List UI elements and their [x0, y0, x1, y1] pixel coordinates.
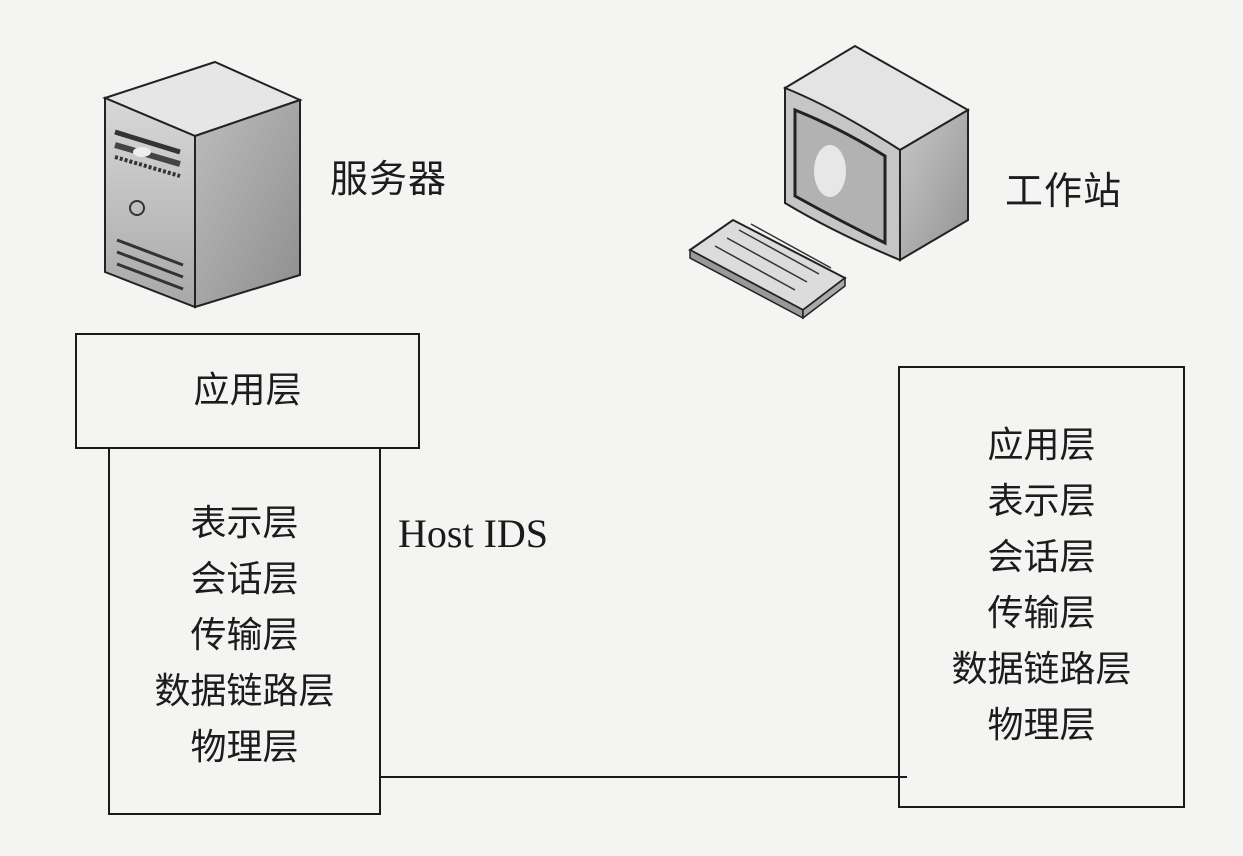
workstation-label: 工作站: [1005, 169, 1123, 213]
server-application-layer-box: 应用层: [75, 333, 420, 449]
workstation-computer-icon: [688, 44, 971, 320]
server-label: 服务器: [330, 157, 448, 201]
server-lower-layers-box: 表示层 会话层 传输层 数据链路层 物理层: [108, 447, 381, 815]
server-application-layer: 应用层: [193, 370, 302, 411]
server-layer-datalink: 数据链路层: [154, 671, 335, 712]
workstation-layer-session: 会话层: [987, 537, 1096, 578]
workstation-layer-transport: 传输层: [987, 593, 1096, 634]
server-layer-presentation: 表示层: [190, 503, 299, 544]
network-link-line: [380, 776, 907, 778]
workstation-layer-physical: 物理层: [987, 705, 1096, 746]
host-ids-label: Host IDS: [398, 511, 549, 556]
workstation-layers-box: 应用层 表示层 会话层 传输层 数据链路层 物理层: [898, 366, 1185, 808]
server-layer-transport: 传输层: [190, 615, 299, 656]
server-layer-physical: 物理层: [190, 727, 299, 768]
server-tower-icon: [102, 60, 303, 309]
workstation-layer-datalink: 数据链路层: [951, 649, 1132, 690]
workstation-layer-application: 应用层: [987, 425, 1096, 466]
server-layer-session: 会话层: [190, 559, 299, 600]
workstation-layer-presentation: 表示层: [987, 481, 1096, 522]
